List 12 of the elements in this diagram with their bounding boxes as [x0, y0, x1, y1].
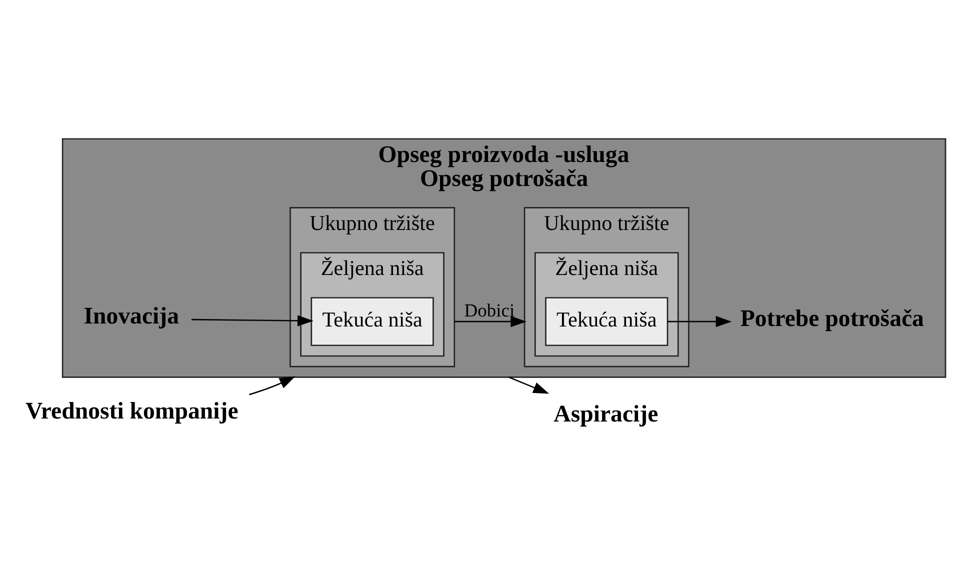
node-text: Inovacija: [83, 303, 178, 330]
arrow: [191, 315, 313, 326]
arrow: [248, 376, 295, 396]
arrow: [508, 376, 549, 394]
node-box: Tekuća niša: [544, 297, 668, 346]
edge-label: Dobici: [464, 300, 514, 322]
node-box: Tekuća niša: [310, 297, 434, 346]
node-text: Vrednosti kompanije: [24, 398, 238, 425]
arrow: [667, 316, 732, 328]
arrow: [454, 316, 526, 328]
node-text: Potrebe potrošača: [740, 306, 924, 332]
node-text: Aspiracije: [553, 401, 658, 428]
